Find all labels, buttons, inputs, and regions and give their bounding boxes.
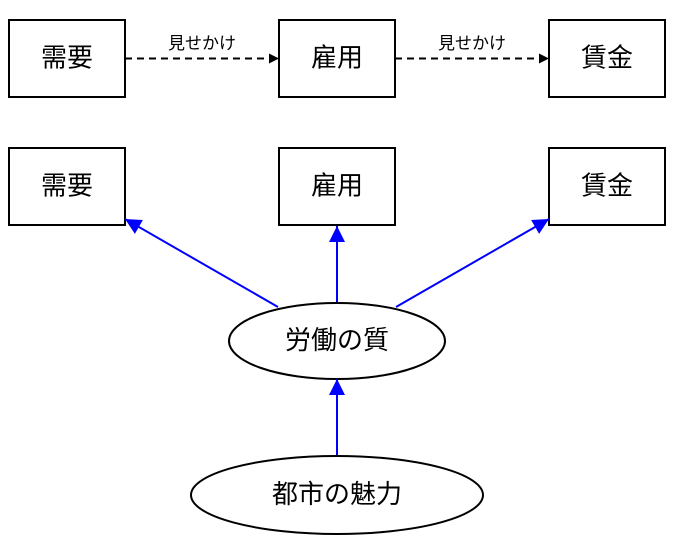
node-employment-top-label: 雇用 xyxy=(311,44,363,74)
node-employment-top: 雇用 xyxy=(278,19,396,98)
node-employment-bottom: 雇用 xyxy=(278,147,396,226)
node-labor-quality: 労働の質 xyxy=(228,302,446,380)
common-cause-structure: 需要 雇用 賃金 労働の質 都市の魅力 xyxy=(8,147,666,535)
edge-demand-to-employment-label: 見せかけ xyxy=(168,34,236,54)
node-demand-bottom-label: 需要 xyxy=(41,172,93,202)
node-wage-top: 賃金 xyxy=(548,19,666,98)
node-employment-bottom-label: 雇用 xyxy=(311,172,363,202)
node-wage-top-label: 賃金 xyxy=(581,44,633,74)
node-wage-bottom-label: 賃金 xyxy=(581,172,633,202)
node-city-attractiveness-label: 都市の魅力 xyxy=(272,480,402,510)
node-labor-quality-label: 労働の質 xyxy=(285,326,389,356)
spurious-chain: 需要 雇用 賃金 見せかけ 見せかけ xyxy=(8,19,666,98)
edge-labor-quality-to-wage xyxy=(395,218,550,308)
edge-labor-quality-to-demand xyxy=(124,218,279,308)
node-wage-bottom: 賃金 xyxy=(548,147,666,226)
node-demand-top-label: 需要 xyxy=(41,44,93,74)
edge-employment-to-wage-label: 見せかけ xyxy=(438,34,506,54)
node-demand-top: 需要 xyxy=(8,19,126,98)
node-city-attractiveness: 都市の魅力 xyxy=(190,455,484,535)
node-demand-bottom: 需要 xyxy=(8,147,126,226)
